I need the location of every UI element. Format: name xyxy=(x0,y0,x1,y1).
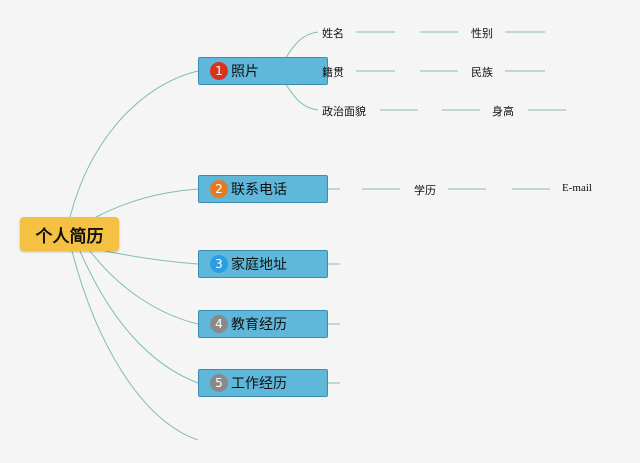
topic-photo[interactable]: 1 照片 xyxy=(198,57,328,85)
topic-address[interactable]: 3 家庭地址 xyxy=(198,250,328,278)
connector-root-work xyxy=(79,250,199,384)
subtopic-name[interactable]: 姓名 xyxy=(322,27,344,40)
connector-root-photo xyxy=(69,70,199,218)
number-badge-5: 5 xyxy=(210,374,228,392)
topic-work[interactable]: 5 工作经历 xyxy=(198,369,328,397)
topic-label: 照片 xyxy=(231,64,259,80)
root-topic-label: 个人简历 xyxy=(35,226,104,247)
number-badge-1: 1 xyxy=(210,62,228,80)
number-badge-2: 2 xyxy=(210,180,228,198)
subtopic-height[interactable]: 身高 xyxy=(492,105,514,118)
topic-label: 工作经历 xyxy=(231,376,287,392)
topic-label: 联系电话 xyxy=(231,182,287,198)
subtopic-native-place[interactable]: 籍贯 xyxy=(322,66,344,79)
topic-phone[interactable]: 2 联系电话 xyxy=(198,175,328,203)
connector-root-education xyxy=(89,250,199,325)
subtopic-ethnicity[interactable]: 民族 xyxy=(471,66,493,79)
topic-label: 家庭地址 xyxy=(231,257,287,273)
connector-root-phone xyxy=(95,188,199,218)
number-badge-4: 4 xyxy=(210,315,228,333)
topic-label: 教育经历 xyxy=(231,317,287,333)
connector-root-extra xyxy=(71,250,199,441)
topic-education[interactable]: 4 教育经历 xyxy=(198,310,328,338)
root-topic[interactable]: 个人简历 xyxy=(20,217,119,251)
subtopic-education-level[interactable]: 学历 xyxy=(414,184,436,197)
subtopic-email[interactable]: E-mail xyxy=(562,182,592,194)
subtopic-political-status[interactable]: 政治面貌 xyxy=(322,105,366,118)
number-badge-3: 3 xyxy=(210,255,228,273)
subtopic-gender[interactable]: 性别 xyxy=(471,27,493,40)
connector-root-address xyxy=(104,250,199,265)
